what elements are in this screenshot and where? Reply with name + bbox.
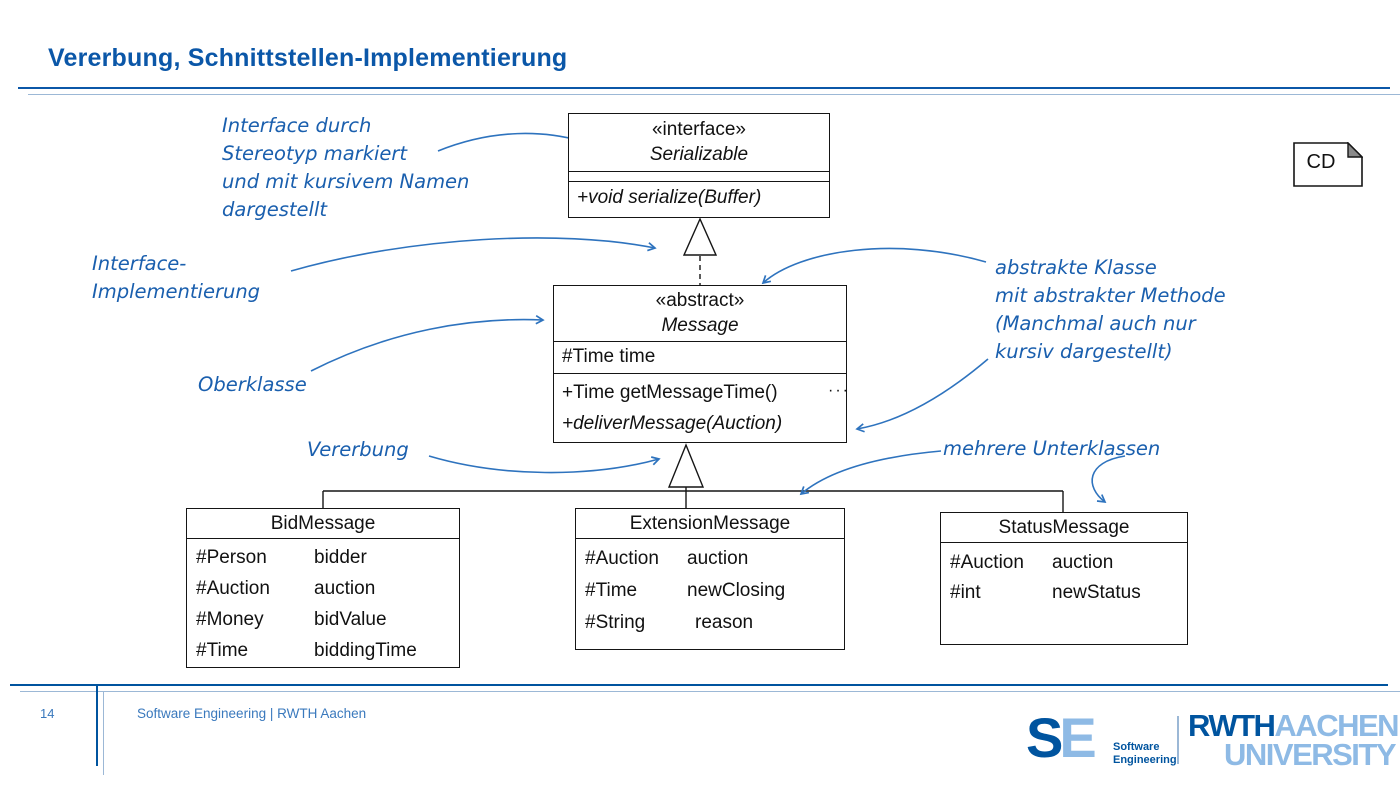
interface-name: Serializable bbox=[649, 144, 749, 165]
se-logo-s: S bbox=[1026, 706, 1063, 769]
title-rule-dark bbox=[18, 87, 1390, 89]
note-inheritance: Vererbung bbox=[307, 438, 409, 461]
message-method-1: +Time getMessageTime() ··· bbox=[562, 377, 848, 408]
footer-rule-light bbox=[20, 691, 1400, 692]
note-multiple-subclasses: mehrere Unterklassen bbox=[943, 437, 1161, 460]
arrow-abstract-class-note bbox=[761, 247, 987, 285]
message-stereotype: «abstract» bbox=[655, 290, 745, 311]
arrow-abstract-method-note bbox=[855, 358, 989, 433]
rwth-logo-aachen: AACHEN bbox=[1274, 708, 1399, 743]
bidmessage-name: BidMessage bbox=[270, 513, 376, 534]
ellipsis-dots: ··· bbox=[828, 382, 850, 399]
arrow-superclass-note bbox=[310, 314, 545, 372]
page-title: Vererbung, Schnittstellen-Implementierun… bbox=[48, 44, 568, 72]
rwth-logo-university: UNIVERSITY bbox=[1224, 737, 1397, 772]
class-diagram-note-icon: CD bbox=[1293, 141, 1364, 187]
footer-rule-dark bbox=[10, 684, 1388, 686]
class-box-message: «abstract» Message #Time time +Time getM… bbox=[553, 285, 848, 443]
logo-separator bbox=[1177, 716, 1179, 764]
statusmessage-name: StatusMessage bbox=[998, 517, 1130, 538]
extensionmessage-name: ExtensionMessage bbox=[629, 513, 791, 534]
title-rule-light bbox=[28, 94, 1400, 95]
cd-badge-label: CD bbox=[1306, 151, 1336, 173]
note-abstract-class: abstrakte Klasse mit abstrakter Methode … bbox=[995, 256, 1226, 363]
message-method-2: +deliverMessage(Auction) bbox=[562, 413, 783, 434]
rwth-logo: RWTHAACHEN bbox=[1188, 708, 1400, 743]
se-logo-e: E bbox=[1059, 706, 1096, 769]
note-interface-stereotype: Interface durch Stereotyp markiert und m… bbox=[222, 114, 470, 221]
interface-method: +void serialize(Buffer) bbox=[569, 181, 829, 217]
arrow-inheritance-note bbox=[428, 455, 661, 474]
se-logo: SE bbox=[1026, 706, 1097, 769]
rwth-logo-rwth: RWTH bbox=[1188, 708, 1276, 743]
note-interface-implementation: Interface- Implementierung bbox=[92, 252, 261, 303]
interface-empty-compartment bbox=[569, 171, 829, 181]
arrow-interface-note bbox=[437, 132, 583, 152]
footer-caption: Software Engineering | RWTH Aachen bbox=[137, 706, 367, 721]
class-box-serializable: «interface» Serializable +void serialize… bbox=[568, 113, 830, 218]
footer-vline-dark bbox=[96, 684, 98, 766]
message-name: Message bbox=[661, 315, 739, 336]
se-logo-caption: Software Engineering bbox=[1113, 741, 1177, 766]
note-shape-icon bbox=[1293, 141, 1364, 187]
realization-triangle bbox=[682, 217, 718, 256]
arrow-subclasses-right bbox=[1091, 455, 1126, 504]
generalization-triangle bbox=[667, 443, 705, 488]
footer-vline-light bbox=[103, 691, 104, 775]
arrow-subclasses-left bbox=[799, 450, 942, 496]
arrow-implementation-note bbox=[290, 237, 657, 272]
interface-stereotype: «interface» bbox=[651, 119, 746, 140]
page-number: 14 bbox=[40, 706, 55, 721]
message-attribute: #Time time bbox=[554, 341, 846, 373]
note-superclass: Oberklasse bbox=[198, 373, 307, 396]
